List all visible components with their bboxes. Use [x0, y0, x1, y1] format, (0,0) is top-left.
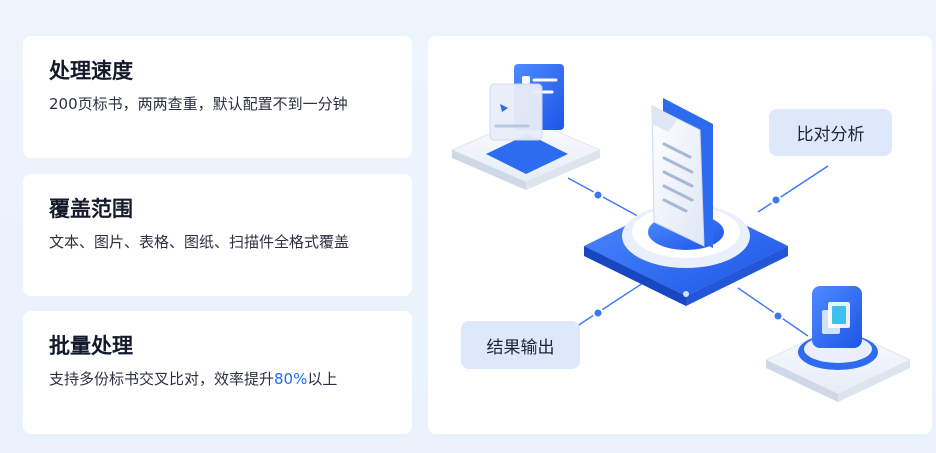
feature-description-text: 支持多份标书交叉比对，效率提升	[49, 370, 275, 388]
feature-description: 支持多份标书交叉比对，效率提升80%以上	[49, 369, 386, 389]
compare-analysis-label: 比对分析	[769, 109, 892, 156]
feature-card-speed: 处理速度 200页标书，两两查重，默认配置不到一分钟	[23, 36, 412, 158]
feature-card-coverage: 覆盖范围 文本、图片、表格、图纸、扫描件全格式覆盖	[23, 174, 412, 296]
feature-title: 处理速度	[49, 59, 133, 83]
window-stack-icon	[450, 64, 602, 190]
feature-card-batch: 批量处理 支持多份标书交叉比对，效率提升80%以上	[23, 311, 412, 434]
efficiency-highlight: 80%	[274, 370, 308, 388]
document-icon	[651, 98, 713, 248]
diagram-illustration	[450, 64, 912, 402]
feature-title: 批量处理	[49, 334, 133, 358]
cube-icon	[764, 286, 912, 402]
connector-dots	[592, 189, 784, 322]
feature-description: 200页标书，两两查重，默认配置不到一分钟	[49, 95, 348, 113]
process-diagram: 比对分析 结果输出	[428, 36, 932, 434]
result-output-label: 结果输出	[461, 321, 580, 369]
feature-description: 文本、图片、表格、图纸、扫描件全格式覆盖	[49, 233, 350, 251]
feature-description-suffix: 以上	[307, 370, 338, 388]
feature-title: 覆盖范围	[49, 197, 133, 221]
